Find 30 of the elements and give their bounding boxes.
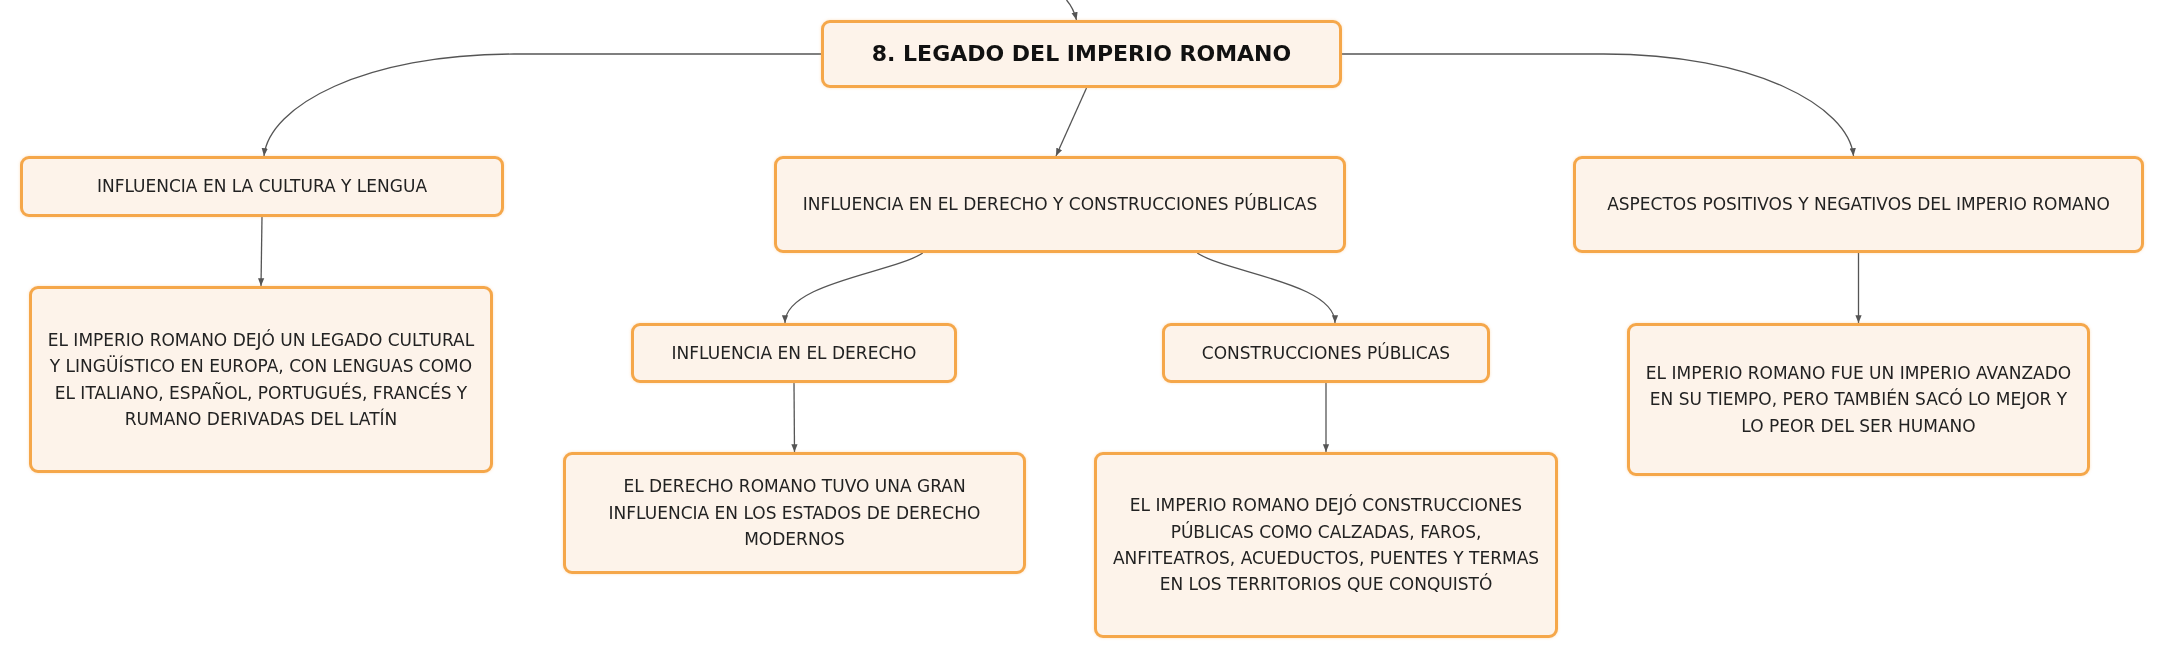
connector-arrow: [1055, 87, 1088, 157]
title-text: 8. LEGADO DEL IMPERIO ROMANO: [871, 39, 1292, 68]
topic-text: INFLUENCIA EN LA CULTURA Y LENGUA: [96, 175, 428, 199]
topic-text: EL IMPERIO ROMANO DEJÓ CONSTRUCCIONES PÚBLICAS COMO CALZADAS, FAROS, ANFITEATROS, ACUEDUCTOS, PUENTES Y TERMAS EN LOS TERRITORIOS QUE CONQUISTÓ: [1111, 493, 1541, 597]
connector-arrow: [1341, 53, 1855, 157]
topic-text: EL IMPERIO ROMANO FUE UN IMPERIO AVANZADO EN SU TIEMPO, PERO TAMBIÉN SACÓ LO MEJOR Y LO PEOR DEL SER HUMANO: [1644, 362, 2073, 438]
connector-arrow: [262, 53, 822, 157]
topic-box: [563, 452, 1026, 574]
connector-arrow: [1065, 0, 1078, 21]
topic-text: CONSTRUCCIONES PÚBLICAS: [1201, 341, 1451, 365]
connector-arrow: [1322, 382, 1330, 453]
topic-box: [1094, 452, 1558, 638]
topic-box: [1627, 323, 2090, 476]
topic-box: [1573, 156, 2144, 253]
topic-text: EL IMPERIO ROMANO DEJÓ UN LEGADO CULTURAL Y LINGÜÍSTICO EN EUROPA, CON LENGUAS COMO EL ITALIANO, ESPAÑOL, PORTUGUÉS, FRANCÉS Y RUMANO DERIVADAS DEL LATÍN: [46, 328, 476, 431]
topic-text: INFLUENCIA EN EL DERECHO Y CONSTRUCCIONES PÚBLICAS: [802, 192, 1318, 217]
connector-arrow: [1855, 252, 1862, 324]
topic-box: [20, 156, 504, 217]
topic-box: [774, 156, 1346, 253]
title-box: [821, 20, 1342, 88]
topic-box: [1162, 323, 1490, 383]
topic-text: INFLUENCIA EN EL DERECHO: [671, 341, 917, 365]
topic-box: [29, 286, 493, 473]
connector-arrow: [258, 216, 265, 287]
topic-text: EL DERECHO ROMANO TUVO UNA GRAN INFLUENCIA EN LOS ESTADOS DE DERECHO MODERNOS: [607, 475, 982, 552]
connector-arrow: [791, 382, 798, 453]
connector-arrow: [1196, 252, 1337, 324]
topic-box: [631, 323, 957, 383]
connector-arrow: [783, 252, 924, 324]
topic-text: ASPECTOS POSITIVOS Y NEGATIVOS DEL IMPERIO ROMANO: [1607, 193, 2110, 217]
